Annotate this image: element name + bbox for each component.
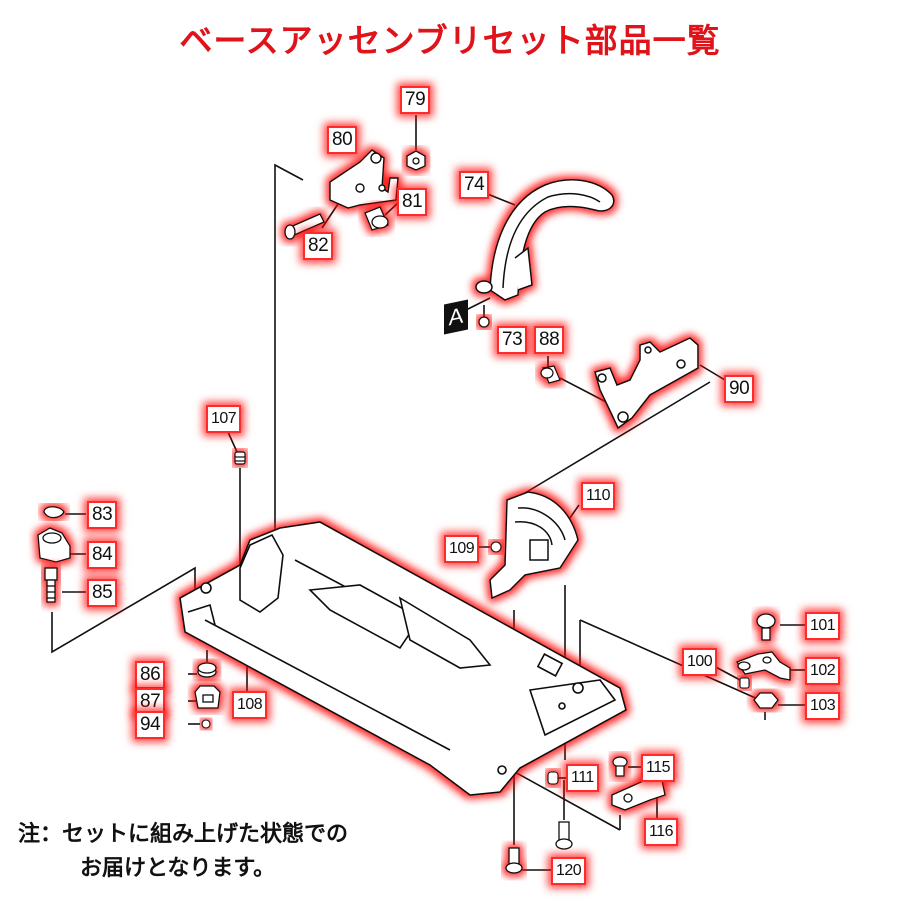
part-102-lever [736,651,791,681]
callout-90[interactable]: 90 [726,377,753,401]
part-87-bracket [194,685,221,709]
part-100-nut [739,677,750,689]
part-116-bracket [611,777,666,811]
callout-102[interactable]: 102 [807,659,839,683]
callout-84[interactable]: 84 [89,543,116,567]
callout-107[interactable]: 107 [208,407,240,431]
part-83-clip [43,506,65,519]
line-100 [711,664,741,681]
leader-lines [51,115,806,871]
part-73-nut [478,316,490,328]
part-94-nut [201,719,211,729]
part-81-bushing [364,206,389,231]
part-74-handle [475,179,615,301]
line-85-base [51,566,196,654]
part-111-screw [555,821,573,850]
callout-108[interactable]: 108 [234,693,266,717]
line-to-103 [579,619,761,701]
callout-86[interactable]: 86 [137,663,164,687]
part-85-bolt [44,567,58,603]
line-81 [384,202,399,216]
callout-115[interactable]: 115 [643,756,674,780]
callout-100[interactable]: 100 [684,650,716,674]
part-90-plate [594,337,699,430]
callout-82[interactable]: 82 [305,234,332,258]
assembly-note: 注：セットに組み上げた状態での お届けとなります。 [18,818,348,886]
part-109-nut [490,541,502,553]
line-74 [484,192,516,206]
part-115-screw [612,756,628,777]
reference-marker-a: A [444,299,468,335]
part-111-nut [547,771,559,785]
part-108-base-plate [179,521,627,796]
line-80-base [274,163,304,540]
callout-94[interactable]: 94 [137,713,164,737]
page-title: ベースアッセンブリセット部品一覧 [179,21,721,60]
part-79-nut [406,150,426,171]
line-107 [227,431,238,453]
note-line-1: 注：セットに組み上げた状態での [18,822,349,847]
callout-103[interactable]: 103 [807,694,839,718]
callout-111[interactable]: 111 [568,766,597,790]
callout-120[interactable]: 120 [553,859,585,883]
part-88-bushing [540,365,561,384]
callout-83[interactable]: 83 [89,503,116,527]
callout-74[interactable]: 74 [461,173,488,197]
line-a [465,297,491,311]
note-line-2: お届けとなります。 [80,856,276,881]
part-110-angle-guide [489,491,579,600]
callout-80[interactable]: 80 [329,128,356,152]
part-86-washer [197,662,217,678]
callout-88[interactable]: 88 [536,328,563,352]
callout-116[interactable]: 116 [646,820,677,844]
callout-110[interactable]: 110 [583,484,614,508]
part-103-spring-nut [753,692,779,709]
callout-79[interactable]: 79 [402,88,429,112]
callout-87[interactable]: 87 [137,690,164,714]
part-82-pin [284,213,325,240]
line-90 [699,364,726,381]
callout-73[interactable]: 73 [499,328,526,352]
callout-101[interactable]: 101 [807,614,839,638]
callout-81[interactable]: 81 [399,190,426,214]
callout-85[interactable]: 85 [89,581,116,605]
part-120-screw [505,847,523,874]
part-107-nut [234,451,246,465]
line-90-base [519,381,711,497]
callout-109[interactable]: 109 [446,537,478,561]
part-84-knob [37,527,71,563]
line-88-90 [559,377,613,406]
part-80-bracket [329,149,399,209]
part-101-screw [756,613,776,641]
